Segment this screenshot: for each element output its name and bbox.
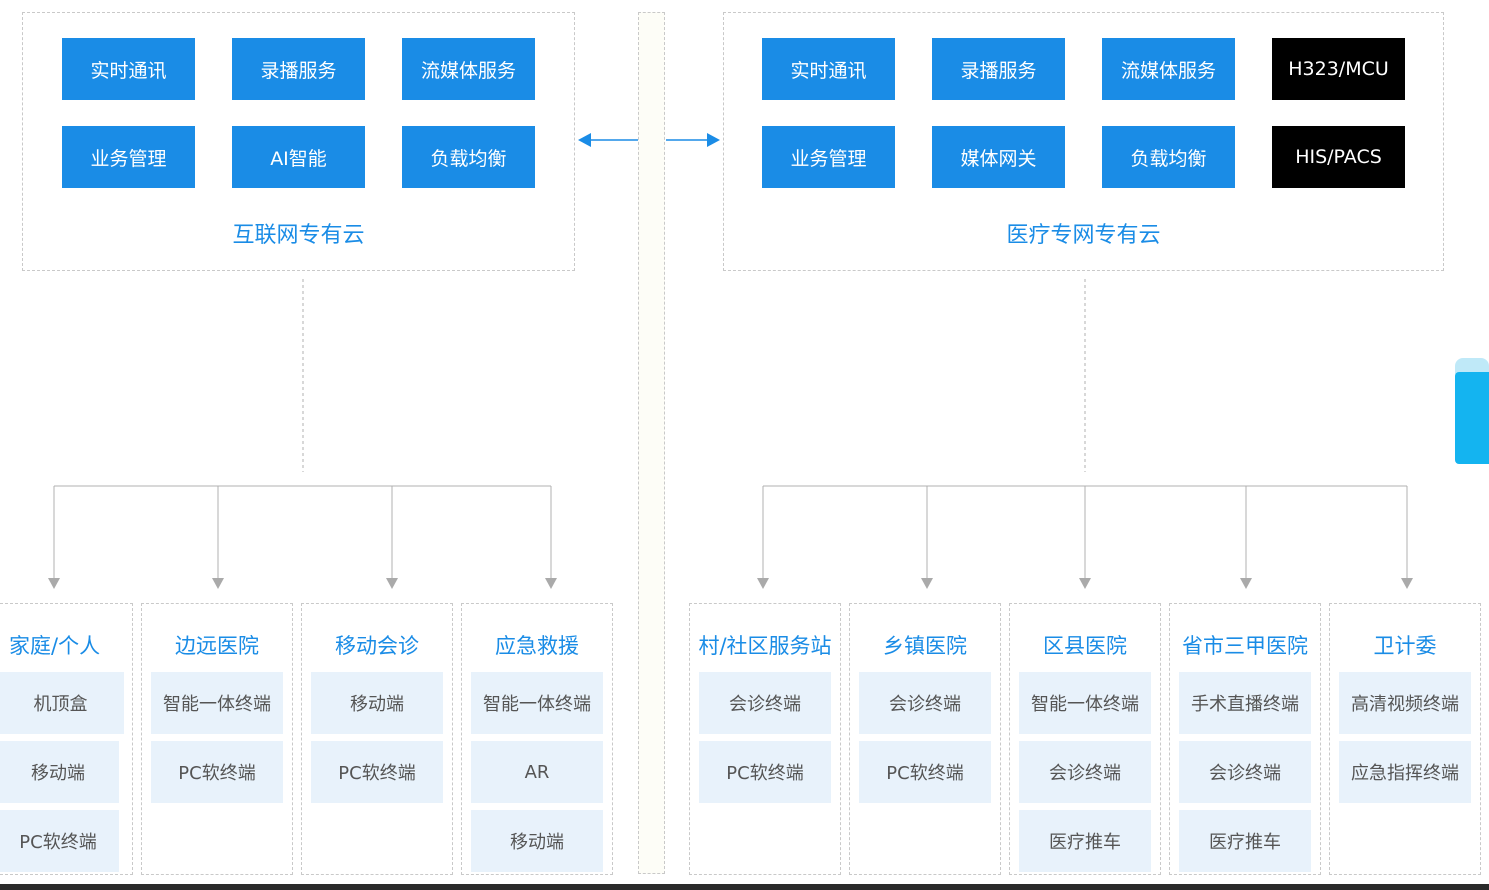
terminal-medical-cart: 医疗推车 — [1179, 810, 1311, 872]
category-title: 区县医院 — [1043, 634, 1127, 658]
terminal-pc-soft: PC软终端 — [699, 741, 831, 803]
category-title: 应急救援 — [495, 634, 579, 658]
terminal-pc-soft: PC软终端 — [151, 741, 283, 803]
service-load-balancing: 负载均衡 — [1102, 126, 1235, 188]
terminal-mobile: 移动端 — [311, 672, 443, 734]
category-home-personal: 家庭/个人 机顶盒 移动端 PC软终端 — [0, 603, 133, 875]
category-village-community: 村/社区服务站 会诊终端 PC软终端 — [689, 603, 841, 875]
category-title: 乡镇医院 — [883, 634, 967, 658]
category-title: 移动会诊 — [335, 634, 419, 658]
terminal-mobile: 移动端 — [0, 741, 119, 803]
terminal-medical-cart: 医疗推车 — [1019, 810, 1151, 872]
bottom-bar — [0, 884, 1489, 890]
terminal-consult: 会诊终端 — [1179, 741, 1311, 803]
terminal-smart-aio: 智能一体终端 — [151, 672, 283, 734]
category-township-hospital: 乡镇医院 会诊终端 PC软终端 — [849, 603, 1001, 875]
terminal-pc-soft: PC软终端 — [0, 810, 119, 872]
category-county-hospital: 区县医院 智能一体终端 会诊终端 医疗推车 — [1009, 603, 1161, 875]
network-divider — [638, 12, 665, 874]
category-health-commission: 卫计委 高清视频终端 应急指挥终端 — [1329, 603, 1481, 875]
category-emergency-rescue: 应急救援 智能一体终端 AR 移动端 — [461, 603, 613, 875]
service-his-pacs: HIS/PACS — [1272, 126, 1405, 188]
right-tree-arrows — [757, 578, 1413, 589]
service-streaming: 流媒体服务 — [1102, 38, 1235, 100]
terminal-ar: AR — [471, 741, 603, 803]
category-title: 村/社区服务站 — [698, 634, 832, 658]
service-media-gateway: 媒体网关 — [932, 126, 1065, 188]
service-load-balancing: 负载均衡 — [402, 126, 535, 188]
left-tree — [53, 279, 552, 578]
terminal-settop-box: 机顶盒 — [0, 672, 124, 734]
service-recording: 录播服务 — [232, 38, 365, 100]
terminal-mobile: 移动端 — [471, 810, 603, 872]
service-recording: 录播服务 — [932, 38, 1065, 100]
terminal-pc-soft: PC软终端 — [311, 741, 443, 803]
service-realtime-comm: 实时通讯 — [62, 38, 195, 100]
terminal-consult: 会诊终端 — [859, 672, 991, 734]
side-float-tab[interactable] — [1455, 372, 1489, 464]
terminal-pc-soft: PC软终端 — [859, 741, 991, 803]
service-realtime-comm: 实时通讯 — [762, 38, 895, 100]
category-title: 家庭/个人 — [9, 634, 101, 658]
terminal-consult: 会诊终端 — [699, 672, 831, 734]
terminal-emergency-command: 应急指挥终端 — [1339, 741, 1471, 803]
service-streaming: 流媒体服务 — [402, 38, 535, 100]
terminal-smart-aio: 智能一体终端 — [1019, 672, 1151, 734]
service-business-mgmt: 业务管理 — [762, 126, 895, 188]
left-tree-arrows — [48, 578, 557, 589]
service-ai: AI智能 — [232, 126, 365, 188]
side-tab-top — [1455, 358, 1489, 374]
category-provincial-hospital: 省市三甲医院 手术直播终端 会诊终端 医疗推车 — [1169, 603, 1321, 875]
category-title: 省市三甲医院 — [1182, 634, 1308, 658]
category-title: 卫计委 — [1373, 634, 1437, 658]
category-remote-hospital: 边远医院 智能一体终端 PC软终端 — [141, 603, 293, 875]
category-mobile-consult: 移动会诊 移动端 PC软终端 — [301, 603, 453, 875]
terminal-smart-aio: 智能一体终端 — [471, 672, 603, 734]
right-tree — [762, 279, 1408, 578]
terminal-consult: 会诊终端 — [1019, 741, 1151, 803]
internet-cloud: 实时通讯 录播服务 流媒体服务 业务管理 AI智能 负载均衡 互联网专有云 — [22, 12, 575, 271]
terminal-surgery-live: 手术直播终端 — [1179, 672, 1311, 734]
cloud-link-arrows — [578, 133, 720, 147]
service-business-mgmt: 业务管理 — [62, 126, 195, 188]
internet-cloud-title: 互联网专有云 — [232, 223, 365, 248]
medical-cloud-title: 医疗专网专有云 — [1006, 223, 1161, 248]
service-h323-mcu: H323/MCU — [1272, 38, 1405, 100]
terminal-hd-video: 高清视频终端 — [1339, 672, 1471, 734]
medical-cloud: 实时通讯 录播服务 流媒体服务 H323/MCU 业务管理 媒体网关 负载均衡 … — [723, 12, 1444, 271]
category-title: 边远医院 — [175, 634, 259, 658]
